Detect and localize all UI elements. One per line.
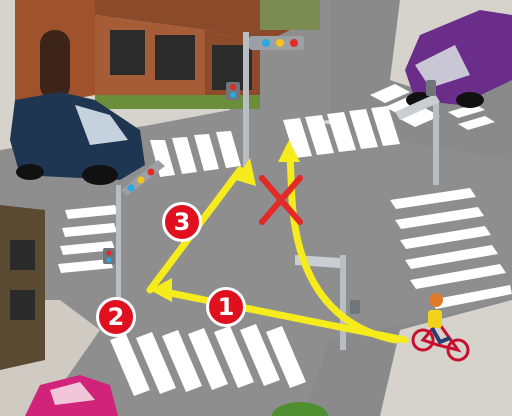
car-navy [10,92,145,185]
traffic-light-icon [226,32,304,182]
step-badge-3: 3 [162,202,202,242]
traffic-light-upper-right [395,80,440,185]
tree [272,402,328,416]
pedestrian-signal-icon [103,248,115,264]
step-badge-3-label: 3 [173,208,191,236]
building-top-center [95,0,320,109]
cyclist-icon [411,293,470,362]
traffic-light-left [103,160,165,305]
crosswalk-left [58,205,118,273]
crosswalk-right [390,188,512,309]
building-left [0,205,45,370]
crosswalk-upper-right [370,84,495,130]
step-badge-1: 1 [206,287,246,327]
step-badge-1-label: 1 [217,293,235,321]
crosswalk-top [150,106,400,177]
crosswalk-bottom [110,324,306,396]
red-x-icon [259,175,303,225]
arrow-heads [150,140,300,302]
step-badge-2: 2 [96,297,136,337]
step-badge-2-label: 2 [107,303,125,331]
car-magenta [25,375,118,416]
